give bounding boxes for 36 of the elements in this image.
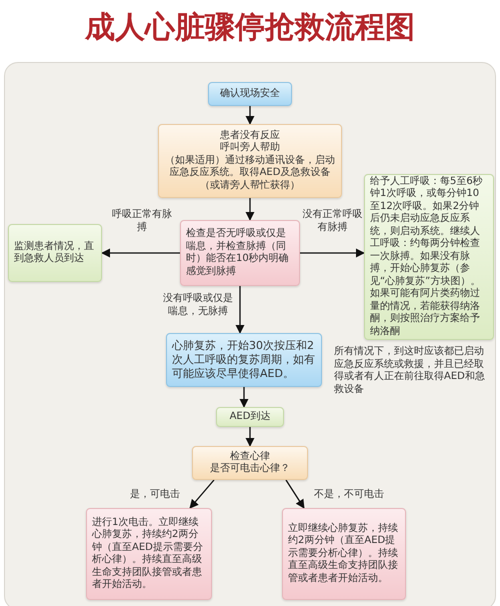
arrow [245, 106, 255, 125]
arrow [235, 286, 245, 334]
node-text: 心肺复苏，开始30次按压和2次人工呼吸的复苏周期，如有可能应该尽早使得AED。 [172, 339, 316, 381]
node-text: （或请旁人帮忙获得） [199, 180, 301, 192]
node-text: 患者没有反应 [219, 130, 281, 142]
arrow [189, 480, 214, 509]
node-text: （如果适用）通过移动通讯设备，启动应急反应系统。取得AED及急救设备 [164, 154, 336, 180]
arrow [300, 248, 365, 258]
arrow [101, 248, 180, 258]
node-text: 监测患者情况，直到急救人员到达 [14, 240, 95, 266]
arrow [245, 427, 255, 447]
arrow [285, 480, 305, 509]
node-text: 呼叫旁人帮助 [219, 142, 281, 154]
node-text: AED到达 [228, 410, 272, 424]
edge-label: 没有正常呼吸有脉搏 [302, 208, 363, 234]
arrow [245, 198, 255, 221]
arrow [239, 387, 249, 408]
decision-box [192, 446, 308, 480]
cpr-box [166, 333, 322, 387]
node-text: 是否可电击心律？ [209, 463, 291, 476]
node-text: 检查是否无呼吸或仅是喘息，并检查脉搏（同时）能否在10秒内明确感觉到脉搏 [186, 228, 290, 278]
title: 成人心脏骤停抢救流程图 [84, 9, 416, 47]
edge-label: 呼吸正常有脉搏 [112, 208, 172, 234]
check-box [180, 220, 300, 286]
node-text: 立即继续心肺复苏，持续约2两分钟（直至AED提示需要分析心律）。持续直至高级生命支持团队接管或者患者开始活动。 [288, 522, 399, 586]
node-text: 确认现场安全 [219, 88, 281, 100]
node-text: 检查心律 [229, 450, 271, 462]
node-text: 进行1次电击。立即继续心肺复苏，持续约2两分钟（直至AED提示需要分析心律）。持续直至高级生命支持团队接管或者患者开始活动。 [92, 516, 204, 592]
process-box [216, 407, 284, 427]
outcome-box [8, 224, 102, 282]
action-box [86, 508, 212, 600]
note-text: 所有情况下，到这时应该都已启动应急反应系统或救援，并且已经取得或者有人正在前往取得AED和急救设备 [334, 346, 486, 396]
process-box [158, 124, 342, 198]
start-box [208, 82, 292, 106]
action-box [282, 508, 406, 600]
node-text: 给予人工呼吸：每5至6秒钟1次呼吸，或每分钟10至12次呼吸。如果2分钟后仍未启动应急反应系统，则启动系统。继续人工呼吸：约每两分钟检查一次脉搏。如果没有脉搏，开始心肺复苏（参见“心肺复苏”方块图）。如果可能有阿片类药物过量的情况，若能获得纳洛酮，则按照治疗方案给予纳洛酮 [370, 176, 484, 338]
